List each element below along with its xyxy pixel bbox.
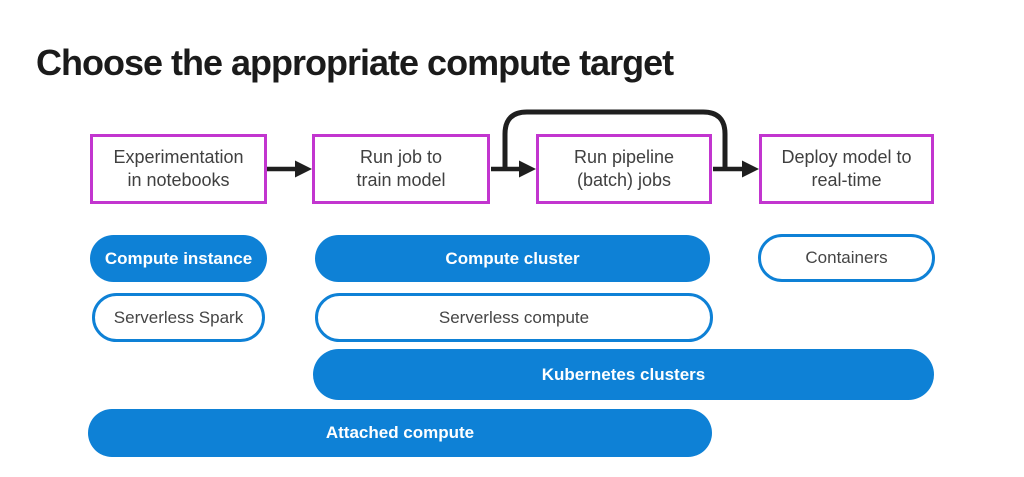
flow-step-deploy-model: Deploy model to real-time — [759, 134, 934, 204]
flow-step-line: train model — [356, 170, 446, 190]
flow-step-line: Run pipeline — [573, 147, 675, 167]
arrowhead-step2 — [295, 160, 312, 178]
flow-step-line: in notebooks — [127, 170, 230, 190]
flow-step-line: Deploy model to — [781, 147, 912, 167]
pill-containers: Containers — [758, 234, 935, 282]
flow-step-pipeline-jobs: Run pipeline (batch) jobs — [536, 134, 712, 204]
page-title: Choose the appropriate compute target — [36, 42, 674, 83]
flow-step-line: Experimentation — [113, 147, 244, 167]
pill-compute-cluster: Compute cluster — [315, 235, 710, 282]
pill-serverless-compute: Serverless compute — [315, 293, 713, 342]
flow-step-line: Run job to — [359, 147, 443, 167]
pill-compute-instance: Compute instance — [90, 235, 267, 282]
pill-kubernetes-clusters: Kubernetes clusters — [313, 349, 934, 400]
flow-step-line: real-time — [811, 170, 882, 190]
arrowhead-step4 — [742, 160, 759, 178]
pill-serverless-spark: Serverless Spark — [92, 293, 265, 342]
pill-attached-compute: Attached compute — [88, 409, 712, 457]
flow-step-experimentation: Experimentation in notebooks — [90, 134, 267, 204]
arrowhead-step3 — [519, 160, 536, 178]
flow-step-train-model: Run job to train model — [312, 134, 490, 204]
flow-step-line: (batch) jobs — [576, 170, 672, 190]
